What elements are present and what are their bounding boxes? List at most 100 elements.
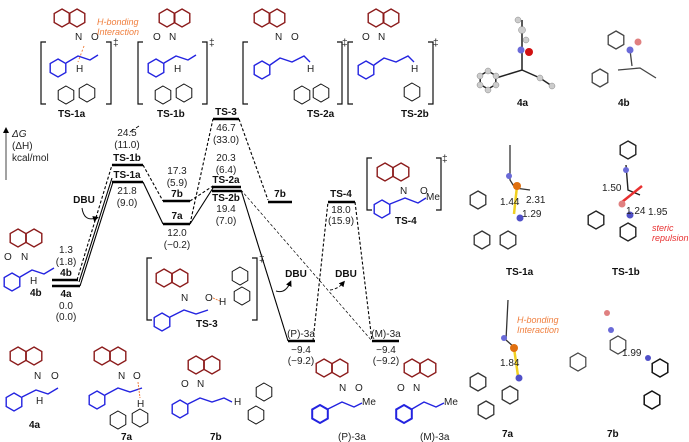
phenyl-ring (49, 58, 67, 78)
atom-h: H (36, 396, 43, 407)
dh-m3a: (−9.2) (373, 356, 399, 367)
dg-4b: 1.3 (59, 245, 73, 256)
dbu-ring-7 (293, 85, 311, 105)
atom-n: N (181, 293, 188, 304)
model-ring-quinolinone (619, 140, 637, 160)
path-ts3-7b (238, 118, 269, 201)
dg-p3a: −9.4 (291, 345, 311, 356)
quinolinone-ring-a (367, 8, 385, 28)
path-p3a-ts4 (312, 201, 329, 342)
ts-2a-structure: ‡ N O H TS-2a (242, 8, 348, 120)
phenyl-ring (373, 199, 391, 219)
quinolinone-ring-b (392, 162, 410, 182)
pathway-connectors (76, 118, 373, 342)
quinolinone-ring-b (25, 346, 43, 366)
atom-o: O (291, 32, 299, 43)
dh-ts3: (33.0) (213, 135, 239, 146)
dagger: ‡ (209, 38, 215, 49)
dist-1: 1.50 (602, 183, 622, 194)
model-bonds (625, 164, 641, 196)
atom-h: H (174, 64, 181, 75)
model-ring-dbu-7 (473, 230, 491, 250)
quinolinone-ring-a (253, 8, 271, 28)
atom-o: O (133, 371, 141, 382)
quinolinone-ring-b (268, 8, 286, 28)
dist-3: 1.95 (648, 207, 668, 218)
quinolinone-ring-b (382, 8, 400, 28)
phenyl-ring (88, 390, 106, 410)
dbu-label-2: DBU (285, 269, 307, 280)
dg-7a: 12.0 (167, 228, 187, 239)
model-7b: 1.99 7b (569, 310, 669, 440)
dg-7b: 17.3 (167, 166, 187, 177)
dagger: ‡ (113, 38, 119, 49)
atom-o: O (51, 371, 59, 382)
axis-dh: (ΔH) (12, 141, 33, 152)
path-ts4-m3a (354, 201, 373, 342)
allyl-chain (163, 54, 197, 64)
atom-h: H (411, 64, 418, 75)
hbond-line (137, 381, 141, 399)
dg-ts1a: 21.8 (117, 186, 137, 197)
model-ring-dbu-7 (643, 390, 661, 410)
path-4a-ts1a (78, 177, 114, 287)
label-ts3: TS-3 (215, 107, 237, 118)
bracket-left (40, 41, 46, 105)
dbu-ring-7 (231, 266, 249, 286)
dagger: ‡ (342, 38, 348, 49)
path-ts2a-p3a (240, 189, 289, 342)
allyl-anion (373, 55, 415, 66)
label-p3a: (P)-3a (287, 329, 315, 340)
label-ts1a: TS-1a (113, 170, 141, 181)
structure-4b-label: 4b (30, 288, 42, 299)
atom-n: N (169, 32, 176, 43)
atom-h: H (219, 297, 226, 308)
dagger: ‡ (259, 254, 265, 265)
quinolinone-ring-b (68, 8, 86, 28)
model-ts-1a: 1.44 2.31 1.29 TS-1a (469, 145, 546, 278)
dg-4a: 0.0 (59, 301, 73, 312)
atom-oxygen (525, 48, 533, 56)
phenyl-ring (153, 312, 171, 332)
dg-ts1b: 24.5 (117, 128, 137, 139)
dbu-arrow-2 (275, 280, 292, 293)
model-ring-quinolinone (607, 30, 625, 50)
atom-nitrogen (506, 173, 512, 179)
atom-n: N (197, 379, 204, 390)
atom-o: O (205, 293, 213, 304)
structure-4a: N O H 4a (5, 346, 59, 431)
model-4b-label: 4b (618, 98, 630, 109)
ts-4-structure: ‡ N O Me TS-4 (366, 154, 448, 227)
steric-text-1: steric (652, 223, 674, 233)
model-7a-label: 7a (502, 429, 514, 440)
proton-transfer-bond (512, 185, 519, 215)
hbond-text-1: H-bonding (97, 17, 139, 27)
model-ring-dbu-7 (587, 210, 605, 230)
atom-o: O (362, 32, 370, 43)
bracket-right (202, 41, 208, 105)
dbu-label-1: DBU (73, 195, 95, 206)
bracket-left (146, 257, 152, 321)
dh-7b: (5.9) (167, 178, 188, 189)
path-ts1a-7a (142, 181, 164, 225)
dh-ts1a: (9.0) (117, 198, 138, 209)
allyl-chain (21, 387, 59, 398)
structure-7a-label: 7a (121, 432, 133, 442)
model-ring-phenyl (469, 190, 487, 210)
atom-h: H (137, 399, 144, 410)
path-4b-ts1b (76, 164, 113, 281)
dist-2: 2.31 (526, 195, 546, 206)
phenyl-ring (311, 404, 329, 424)
phenyl-ring (357, 60, 375, 80)
ts-1b-structure: ‡ N O H TS-1b (137, 8, 215, 120)
atom-nitrogen (517, 46, 525, 54)
axis-dg: ΔG (11, 129, 27, 140)
model-7a: 1.84 H-bonding Interaction 7a (469, 299, 559, 440)
alkene-chain (389, 197, 427, 205)
path-7b-ts2b (189, 185, 214, 202)
atom-o: O (181, 379, 189, 390)
phenyl-ring (395, 404, 413, 424)
allyl-anion (104, 387, 143, 396)
ts-2b-structure: ‡ N O H TS-2b (347, 8, 439, 120)
atom-n: N (34, 371, 41, 382)
